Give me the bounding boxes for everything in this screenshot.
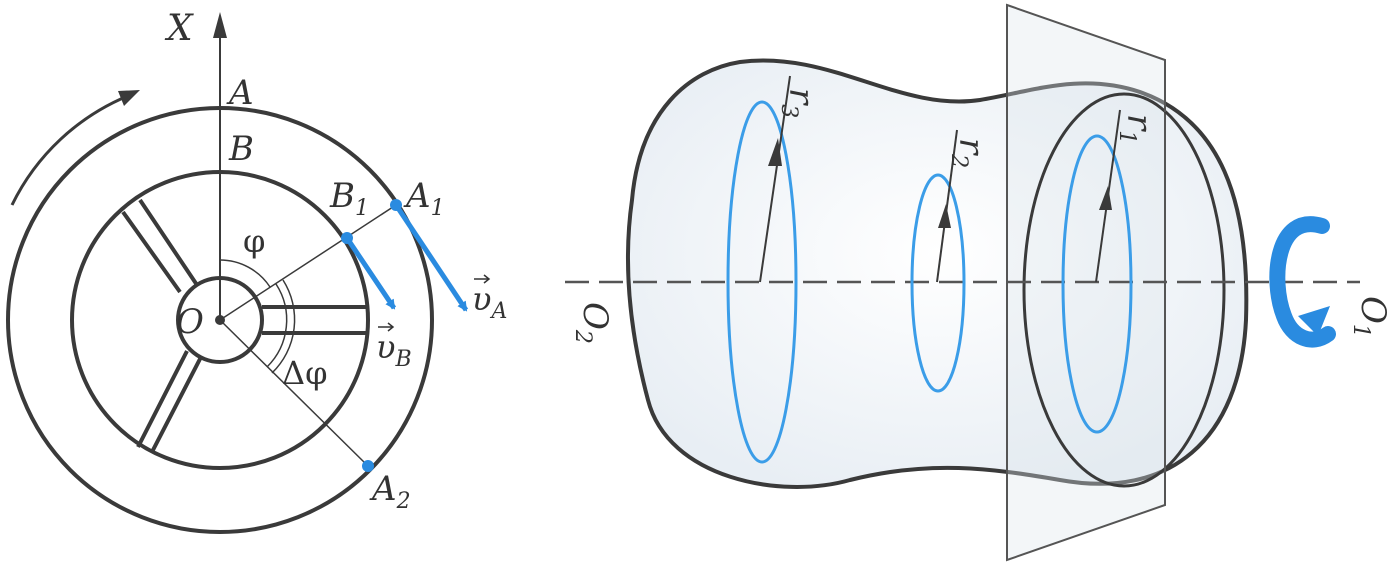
angle-dphi-arc-2 <box>271 279 296 374</box>
radius-to-a1 <box>219 204 397 321</box>
rotation-body-diagram: O2 O1 r3 r2 r1 <box>565 3 1393 562</box>
x-axis-label: X <box>164 8 194 49</box>
x-axis-arrowhead <box>213 12 227 38</box>
rotation-arrow <box>10 93 131 206</box>
radius-r3-line <box>759 75 791 283</box>
velocity-b-arrow <box>346 239 397 310</box>
svg-text:r2: r2 <box>946 138 991 168</box>
axis-o2-label: O2 <box>570 302 615 344</box>
velocity-b-label: υB <box>376 322 412 372</box>
radius-r1-arrowhead <box>1099 186 1112 210</box>
circle-r2 <box>910 173 966 393</box>
angle-phi-arc <box>219 259 271 288</box>
radius-r2-line <box>936 129 958 283</box>
circle-r1 <box>1061 134 1133 434</box>
point-a-label: A <box>226 73 254 113</box>
svg-text:O2: O2 <box>570 302 615 344</box>
radius-r1-label: r1 <box>1114 114 1159 144</box>
radius-to-a2 <box>219 319 369 467</box>
point-a1-label: A1 <box>403 176 445 221</box>
rotation-direction-icon <box>1269 216 1336 348</box>
svg-text:r1: r1 <box>1114 114 1159 144</box>
radius-r3-arrowhead <box>768 138 782 166</box>
svg-text:υA: υA <box>472 280 507 324</box>
point-a2-label: A2 <box>369 469 411 514</box>
radius-r3-label: r3 <box>776 88 821 118</box>
angle-dphi-arc-1 <box>266 283 288 368</box>
angle-phi-label: φ <box>243 222 265 260</box>
svg-text:r3: r3 <box>776 88 821 118</box>
section-outline <box>1022 92 1226 488</box>
angle-dphi-label: Δφ <box>282 354 328 392</box>
center-o-label: O <box>176 302 204 342</box>
wheel-diagram: X A B B1 A1 A2 O φ Δφ υA υB <box>6 8 507 534</box>
velocity-a-arrow <box>395 206 469 312</box>
wheel-spokes <box>121 198 368 453</box>
axis-o1-label: O1 <box>1348 296 1393 338</box>
point-b1-label: B1 <box>329 176 369 221</box>
rotation-arrowhead <box>118 90 140 106</box>
velocity-a-label: υA <box>472 274 507 324</box>
point-a2-dot <box>362 460 374 472</box>
circle-r3 <box>726 100 798 464</box>
radius-r2-label: r2 <box>946 138 991 168</box>
svg-text:υB: υB <box>376 328 412 372</box>
point-b-label: B <box>228 129 254 169</box>
radius-r2-arrowhead <box>938 204 951 228</box>
svg-text:O1: O1 <box>1348 296 1393 338</box>
